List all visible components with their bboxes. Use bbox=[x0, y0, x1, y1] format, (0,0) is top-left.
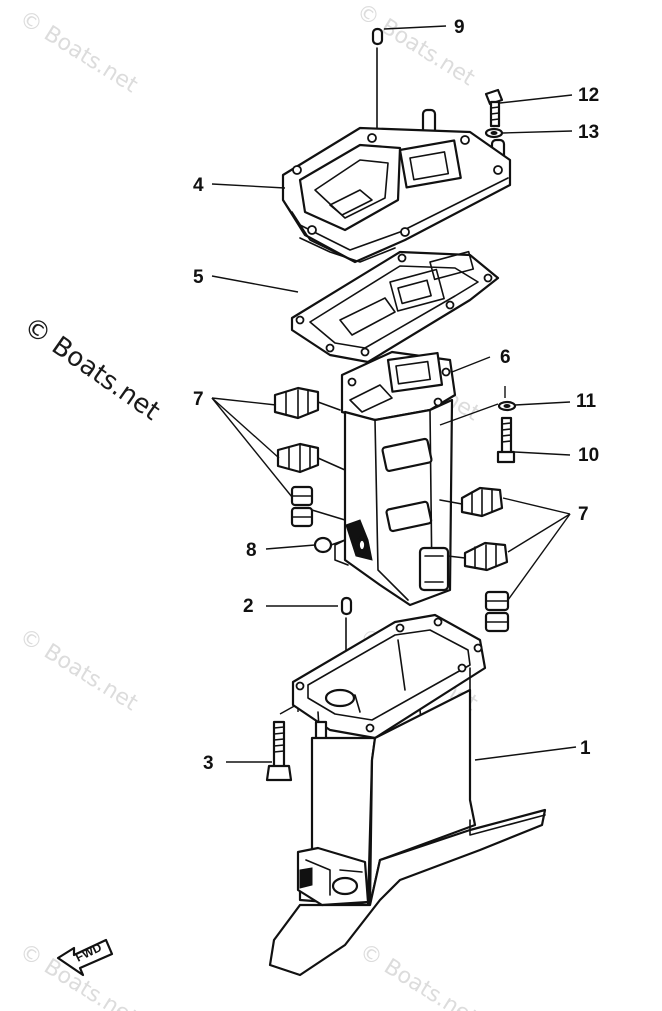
callout-12: 12 bbox=[578, 85, 599, 106]
watermark-faint: © Boats.net bbox=[15, 6, 142, 99]
part-rubber-mount-left-3 bbox=[290, 485, 346, 528]
watermark-faint: © Boats.net bbox=[352, 0, 479, 91]
callout-4: 4 bbox=[193, 175, 204, 196]
watermark-faint: © Boats.net bbox=[355, 939, 482, 1011]
part-rubber-mount-right-2 bbox=[447, 541, 509, 572]
callout-10: 10 bbox=[578, 445, 599, 466]
callout-8: 8 bbox=[246, 540, 257, 561]
watermark-faint: © Boats.net bbox=[15, 624, 142, 717]
callout-11: 11 bbox=[576, 391, 597, 412]
part-rubber-mount-left-2 bbox=[276, 442, 346, 474]
callout-2: 2 bbox=[243, 596, 254, 617]
part-washer-middle bbox=[497, 400, 517, 412]
part-bolt-top bbox=[484, 88, 504, 128]
callout-1: 1 bbox=[580, 738, 591, 759]
watermark-main: © Boats.net bbox=[18, 311, 165, 427]
callout-3: 3 bbox=[203, 753, 214, 774]
part-washer-top bbox=[484, 127, 504, 139]
part-rubber-mount-right-3 bbox=[484, 590, 510, 633]
callout-9: 9 bbox=[454, 17, 465, 38]
part-gasket bbox=[290, 250, 500, 364]
leader-lines bbox=[211, 25, 577, 763]
callout-6: 6 bbox=[500, 347, 511, 368]
part-dowel-pin-lower bbox=[340, 596, 353, 651]
part-bolt-middle bbox=[496, 416, 516, 464]
part-bolt-lower bbox=[265, 702, 299, 782]
part-upper-casing bbox=[281, 108, 512, 264]
callout-labels: 1 2 3 4 5 6 7 7 8 9 10 11 12 13 bbox=[193, 17, 599, 774]
callout-7-right: 7 bbox=[578, 504, 589, 525]
callout-13: 13 bbox=[578, 122, 599, 143]
part-rubber-mount-right-1 bbox=[439, 486, 504, 518]
part-driveshaft-housing bbox=[268, 613, 547, 977]
callout-5: 5 bbox=[193, 267, 204, 288]
part-plug bbox=[313, 536, 346, 554]
callout-7-left: 7 bbox=[193, 389, 204, 410]
fwd-arrow-icon: FWD bbox=[56, 938, 114, 977]
part-exhaust-guide bbox=[334, 350, 457, 607]
part-rubber-mount-left-1 bbox=[273, 386, 341, 420]
part-dowel-pin-top bbox=[371, 27, 384, 141]
